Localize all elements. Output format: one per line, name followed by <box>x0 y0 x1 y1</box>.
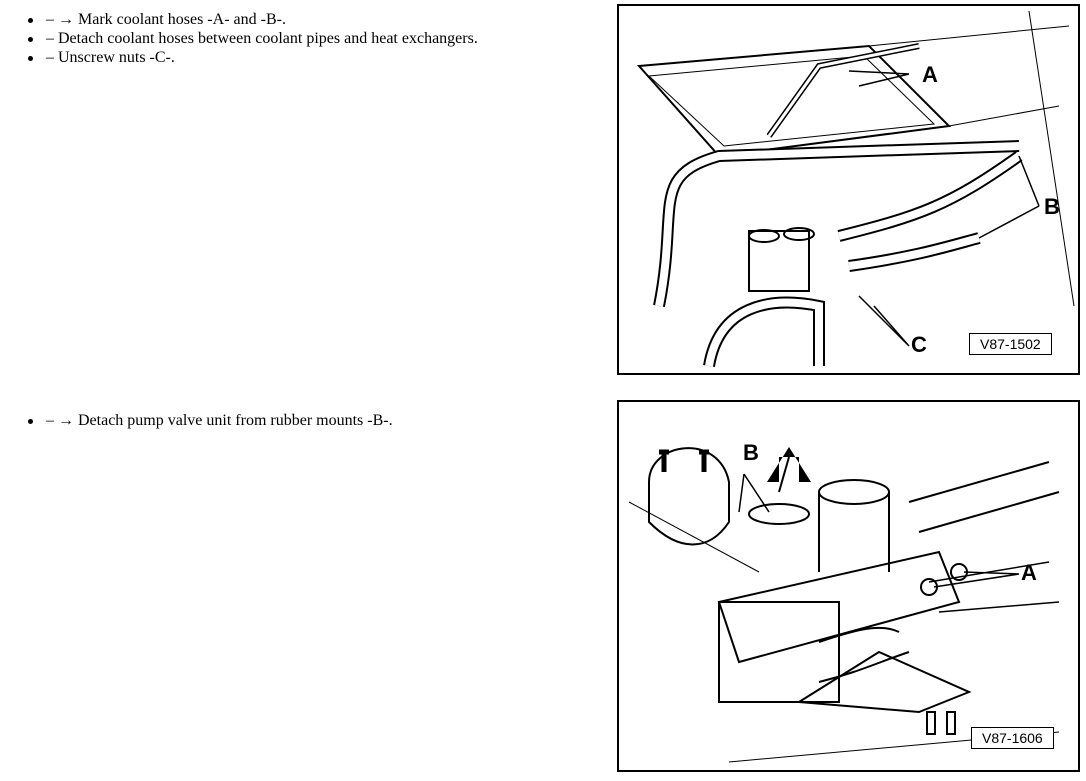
figure-coolant-hoses: A B C V87-1502 <box>617 4 1080 375</box>
instruction-step: – Unscrew nuts -C-. <box>28 48 478 67</box>
label-a: A <box>1021 560 1037 585</box>
figure-pump-valve-unit: B A V87-1606 <box>617 400 1080 772</box>
figure-id: V87-1606 <box>971 727 1054 749</box>
label-b: B <box>743 440 759 465</box>
instruction-list-2: – → Detach pump valve unit from rubber m… <box>28 411 393 430</box>
figure-id: V87-1502 <box>969 333 1052 355</box>
instruction-list-1: – → Mark coolant hoses -A- and -B-. – De… <box>28 10 478 67</box>
instruction-step: – → Detach pump valve unit from rubber m… <box>28 411 393 430</box>
label-b: B <box>1044 194 1060 219</box>
label-a: A <box>922 62 938 87</box>
instruction-step: – Detach coolant hoses between coolant p… <box>28 29 478 48</box>
pump-valve-illustration <box>628 447 1060 763</box>
coolant-hoses-illustration <box>636 10 1075 368</box>
label-c: C <box>911 332 927 357</box>
instruction-step: – → Mark coolant hoses -A- and -B-. <box>28 10 478 29</box>
